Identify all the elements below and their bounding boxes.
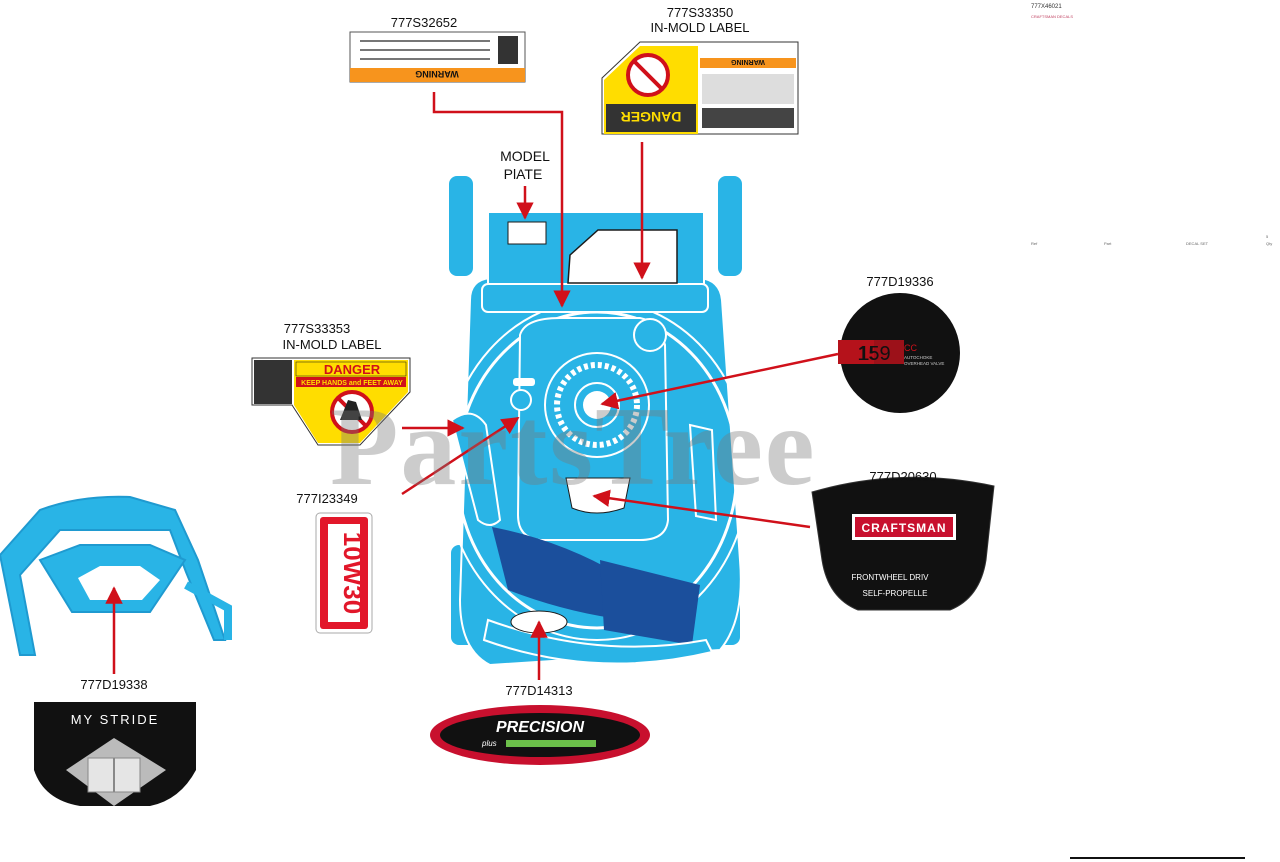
drive-text-2: SELF-PROPELLE [863,589,928,598]
drive-text-1: FRONTWHEEL DRIV [851,573,929,582]
callout-arrows [105,92,839,680]
callout-model-line1: MODEL [500,148,550,164]
callout-777S33350: 777S33350 [666,5,734,20]
rear-right-wheel [718,176,742,276]
callout-777I23349: 777I23349 [296,491,358,506]
side-panel-title: CRAFTSMAN DECALS [1031,14,1074,19]
handle-decal-text: MY STRIDE [71,712,160,727]
handle-decal-spot [78,566,160,600]
watermark: PartsTree [330,385,817,509]
decal-777D20630: CRAFTSMAN FRONTWHEEL DRIV SELF-PROPELLE [811,476,995,611]
callout-777S33353: 777S33353 [283,321,351,336]
series-sub-text: plus [481,739,497,748]
callout-777D14313: 777D14313 [505,683,573,698]
mower-illustration [444,176,750,667]
callout-777D19338: 777D19338 [80,677,148,692]
decal-777S33353: DANGER KEEP HANDS and FEET AWAY [251,357,411,446]
decal-777I23349: 10W30 [315,512,373,634]
handle-illustration [0,495,232,656]
displacement-value-overlay: 159 [857,343,890,365]
callout-777S33350-note: IN-MOLD LABEL [650,20,750,35]
brand-text: CRAFTSMAN [862,521,947,535]
side-panel-desc: DECAL SET [1186,241,1209,246]
side-panel-part-label: Part [1104,241,1112,246]
danger-decal-subtitle: KEEP HANDS and FEET AWAY [301,380,403,387]
displacement-unit: CC [904,343,917,353]
decal-777S32652: WARNING [349,31,526,83]
decal-777D19336: 159 159 CC AUTOCHOKE OVERHEAD VALVE [838,293,960,413]
danger-decal-title: DANGER [324,362,381,377]
decal-777D19338: MY STRIDE [34,702,196,806]
warning-strip-text: WARNING [415,69,459,79]
engine-desc-2: OVERHEAD VALVE [904,361,944,366]
engine-desc-1: AUTOCHOKE [904,355,932,360]
side-panel-qty-value: 5 [1266,234,1269,239]
series-text: PRECISION [496,719,584,736]
rear-left-wheel [449,176,473,276]
side-panel-ref: Ref [1031,241,1038,246]
callout-model-line2: PlATE [503,166,543,182]
side-panel-qty-label: Qty [1266,241,1273,246]
danger-label-warning: WARNING [731,58,765,65]
side-panel-part: 777X46021 [1031,4,1062,10]
model-plate [507,221,547,245]
danger-label-text: DANGER [621,109,682,125]
oil-grade-text: 10W30 [338,532,368,614]
callout-777S32652: 777S32652 [390,15,458,30]
callout-777D19336: 777D19336 [866,274,934,289]
callout-777S33353-note: IN-MOLD LABEL [282,337,382,352]
decal-777S33350: WARNING DANGER [601,41,799,135]
decal-777D14313: PRECISION plus [430,705,650,765]
callout-777D20630: 777D20630 [869,469,937,484]
